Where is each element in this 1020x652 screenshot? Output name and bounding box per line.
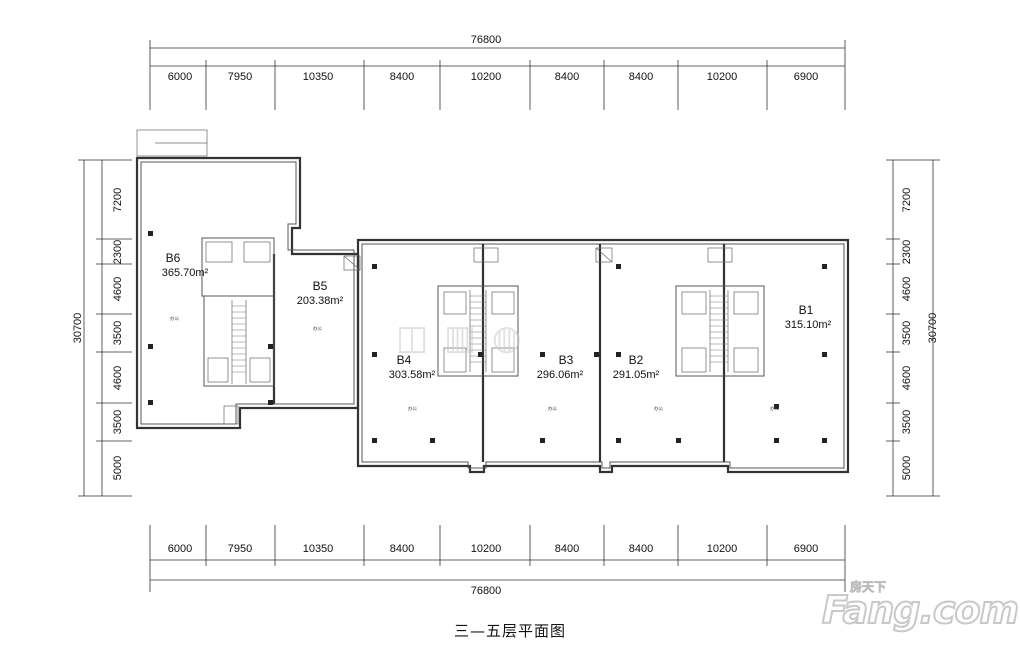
bottom-dim-seg-5: 10200 (471, 543, 502, 555)
left-dim-seg-1: 7200 (112, 188, 124, 212)
right-dimension-chain: 7200 2300 4600 3500 4600 3500 5000 30700 (886, 159, 940, 497)
top-dim-seg-3: 10350 (303, 71, 334, 83)
left-dim-seg-5: 4600 (112, 366, 124, 390)
right-dim-seg-2: 2300 (901, 240, 913, 264)
bottom-total-dimension: 76800 (471, 585, 502, 597)
top-dim-seg-2: 7950 (228, 71, 252, 83)
top-dim-seg-1: 6000 (168, 71, 192, 83)
room-use-labels: 办公 办公 办公 办公 办公 办公 (170, 315, 779, 412)
bottom-dim-seg-1: 6000 (168, 543, 192, 555)
left-dim-seg-6: 3500 (112, 410, 124, 434)
unit-b5-area: 203.38m² (297, 295, 344, 307)
unit-b4-area: 303.58m² (389, 369, 436, 381)
right-dim-seg-1: 7200 (901, 188, 913, 212)
top-dim-seg-4: 8400 (390, 71, 414, 83)
top-dim-seg-7: 8400 (629, 71, 653, 83)
core-right (675, 247, 765, 377)
bottom-dim-seg-7: 8400 (629, 543, 653, 555)
drawing-caption: 三—五层平面图 (453, 622, 566, 640)
right-dim-seg-3: 4600 (901, 277, 913, 301)
left-dim-seg-4: 3500 (112, 321, 124, 345)
bottom-dim-seg-4: 8400 (390, 543, 414, 555)
right-dim-seg-7: 5000 (901, 456, 913, 480)
center-watermark-mark: ◫ ▥ ◍ (396, 318, 524, 358)
room-label-b3: 办公 (548, 405, 557, 412)
brand-logo-sub: 房天下 (850, 580, 887, 595)
unit-b2-name: B2 (629, 353, 644, 367)
room-label-b5: 办公 (313, 325, 322, 332)
right-dim-seg-4: 3500 (901, 321, 913, 345)
left-total-dimension: 30700 (72, 313, 84, 344)
building-outline (135, 129, 850, 474)
core-center (437, 247, 519, 377)
right-total-dimension: 30700 (927, 313, 939, 344)
unit-b6-name: B6 (166, 251, 181, 265)
unit-b1-name: B1 (799, 303, 814, 317)
right-dim-seg-6: 3500 (901, 410, 913, 434)
bottom-dim-seg-2: 7950 (228, 543, 252, 555)
left-dim-seg-3: 4600 (112, 277, 124, 301)
unit-b3-area: 296.06m² (537, 369, 584, 381)
room-label-b1: 办公 (770, 405, 779, 412)
unit-b6-area: 365.70m² (162, 267, 209, 279)
unit-labels: B6 365.70m² B5 203.38m² B4 303.58m² B3 2… (162, 251, 832, 381)
right-dim-seg-5: 4600 (901, 366, 913, 390)
brand-logo-main: Fang.com (821, 587, 1020, 633)
top-dim-seg-5: 10200 (471, 71, 502, 83)
bottom-dim-seg-9: 6900 (794, 543, 818, 555)
top-dim-seg-6: 8400 (555, 71, 579, 83)
structural-columns (148, 231, 827, 443)
top-dim-seg-9: 6900 (794, 71, 818, 83)
top-dimension-chain: 76800 6000 7950 10350 8400 10200 8400 84… (149, 34, 846, 110)
bottom-dim-seg-8: 10200 (707, 543, 738, 555)
core-left (201, 237, 275, 387)
bottom-dimension-chain: 6000 7950 10350 8400 10200 8400 8400 102… (149, 525, 846, 597)
left-dim-seg-2: 2300 (112, 240, 124, 264)
top-total-dimension: 76800 (471, 34, 502, 46)
unit-b5-name: B5 (313, 279, 328, 293)
left-dimension-chain: 30700 7200 2300 4600 3500 4600 3500 5000 (72, 159, 132, 497)
room-label-b6: 办公 (170, 315, 179, 322)
unit-b2-area: 291.05m² (613, 369, 660, 381)
room-label-b4: 办公 (408, 405, 417, 412)
unit-b4-name: B4 (397, 353, 412, 367)
bottom-dim-seg-3: 10350 (303, 543, 334, 555)
shafts (223, 247, 613, 425)
bottom-dim-seg-6: 8400 (555, 543, 579, 555)
unit-b1-area: 315.10m² (785, 319, 832, 331)
unit-b3-name: B3 (559, 353, 574, 367)
brand-logo: 房天下 Fang.com (821, 578, 1020, 638)
room-label-b2: 办公 (654, 405, 663, 412)
left-dim-seg-7: 5000 (112, 456, 124, 480)
top-dim-seg-8: 10200 (707, 71, 738, 83)
